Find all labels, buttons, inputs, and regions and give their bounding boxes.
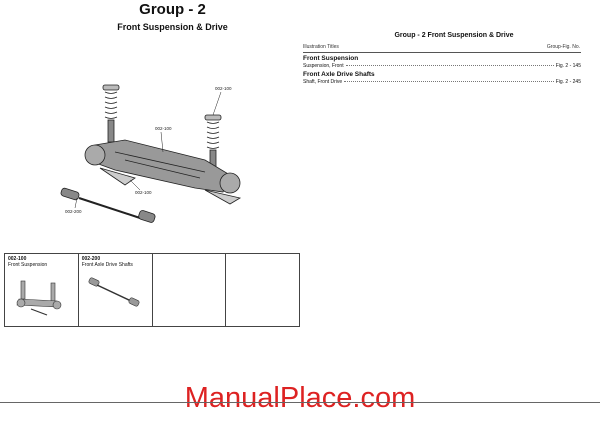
page-title: Group - 2 [139,1,206,18]
index-section-heading: Front Suspension [303,55,359,62]
thumbnail-name: Front Axle Drive Shafts [81,262,133,268]
index-column-header-left: Illustration Titles [303,44,339,50]
thumbnail-code: 002-100 [8,256,27,262]
index-entry[interactable]: Suspension, Front Fig. 2 - 145 [303,63,581,69]
thumbnail-cell-empty [226,254,299,326]
thumbnail-name: Front Suspension [8,262,48,268]
index-section-heading: Front Axle Drive Shafts [303,71,375,78]
page-subtitle: Front Suspension & Drive [117,22,228,32]
leader-dots [344,81,554,82]
index-entry-label: Suspension, Front [303,63,344,69]
leader-dots [345,65,554,66]
drive-shaft-thumbnail [88,277,140,307]
bottom-divider [0,402,600,403]
index-title: Group - 2 Front Suspension & Drive [394,32,514,39]
thumbnail-cell-empty [153,254,227,326]
thumbnail-cell[interactable]: 002-200 Front Axle Drive Shafts [79,254,153,326]
index-entry-ref: Fig. 2 - 145 [555,63,581,69]
index-column-header-right: Group-Fig. No. [546,44,580,50]
watermark-text: ManualPlace.com [184,382,416,414]
suspension-illustration: 002-100 002-100 002-100 002-200 [60,84,242,223]
thumbnail-cell[interactable]: 002-100 Front Suspension [5,254,79,326]
callout-label: 002-100 [135,190,152,195]
index-entry-ref: Fig. 2 - 245 [555,79,581,85]
suspension-thumbnail [16,280,62,316]
index-entry[interactable]: Shaft, Front Drive Fig. 2 - 245 [303,79,581,85]
index-entry-label: Shaft, Front Drive [303,79,343,85]
index-divider [303,52,581,53]
callout-label: 002-100 [155,126,172,131]
callout-label: 002-200 [65,209,82,214]
thumbnail-code: 002-200 [81,256,101,262]
thumbnail-grid: 002-100 Front Suspension 002-200 Front A… [4,253,300,327]
callout-label: 002-100 [215,86,232,91]
